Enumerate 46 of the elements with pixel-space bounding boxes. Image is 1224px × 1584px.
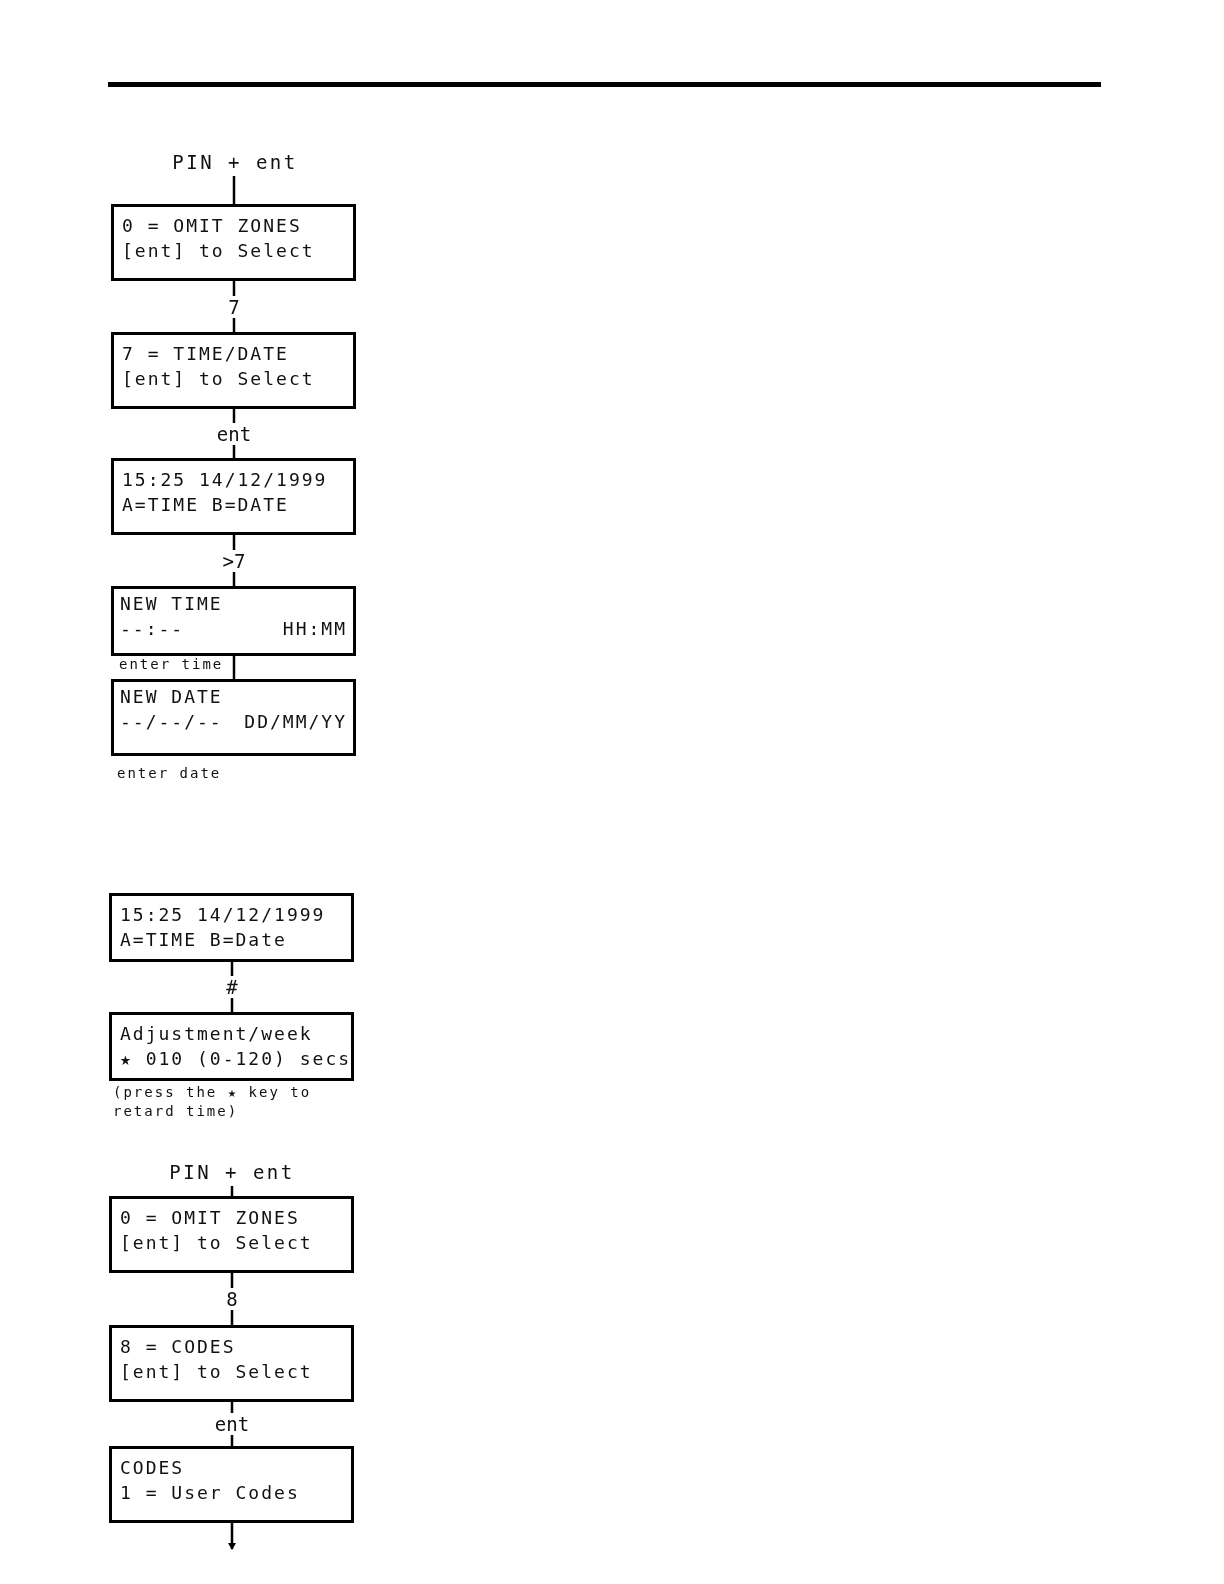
- display-box: [109, 1446, 354, 1523]
- display-text: [ent] to Select: [122, 240, 315, 262]
- display-text: --:--: [120, 618, 185, 640]
- connector-line: [232, 656, 236, 679]
- display-box: [109, 893, 354, 962]
- note-text: enter date: [117, 764, 222, 783]
- display-box: [111, 586, 356, 656]
- display-text: NEW DATE: [120, 686, 223, 708]
- edge-label: >7: [221, 549, 247, 572]
- display-text: 15:25 14/12/1999: [120, 904, 326, 926]
- display-text: DD/MM/YY: [244, 711, 347, 733]
- display-text: 0 = OMIT ZONES: [120, 1207, 300, 1229]
- display-text: [ent] to Select: [120, 1232, 313, 1254]
- edge-label: #: [225, 976, 239, 998]
- display-box: [111, 204, 356, 281]
- display-text: [ent] to Select: [120, 1361, 313, 1383]
- connector-line: [232, 176, 236, 204]
- note-text: (press the ★ key to retard time): [113, 1083, 313, 1121]
- display-box: [109, 1325, 354, 1402]
- display-box: [109, 1196, 354, 1273]
- display-box: [111, 679, 356, 756]
- display-text: Adjustment/week: [120, 1023, 313, 1045]
- display-text: 7 = TIME/DATE: [122, 343, 289, 365]
- edge-label: ent: [213, 1413, 251, 1435]
- edge-label: 7: [227, 295, 241, 318]
- display-text: --/--/--: [120, 711, 223, 733]
- arrow: [228, 1523, 236, 1550]
- note-text: enter time: [119, 655, 224, 674]
- display-text: NEW TIME: [120, 593, 223, 615]
- display-text: CODES: [120, 1457, 185, 1479]
- display-box: [111, 458, 356, 535]
- display-text: [ent] to Select: [122, 368, 315, 390]
- key-sequence-text: PIN + ent: [150, 150, 320, 176]
- display-text: HH:MM: [282, 618, 347, 640]
- display-text: A=TIME B=DATE: [122, 494, 289, 516]
- display-text: 15:25 14/12/1999: [122, 469, 328, 491]
- display-box: [109, 1012, 354, 1081]
- display-text: 0 = OMIT ZONES: [122, 215, 302, 237]
- edge-label: ent: [215, 422, 253, 445]
- key-sequence-text: PIN + ent: [147, 1160, 317, 1186]
- display-box: [111, 332, 356, 409]
- display-text: ★ 010 (0-120) secs: [120, 1048, 352, 1070]
- display-text: A=TIME B=Date: [120, 929, 287, 951]
- display-text: 1 = User Codes: [120, 1482, 300, 1504]
- edge-label: 8: [225, 1288, 239, 1310]
- display-text: 8 = CODES: [120, 1336, 236, 1358]
